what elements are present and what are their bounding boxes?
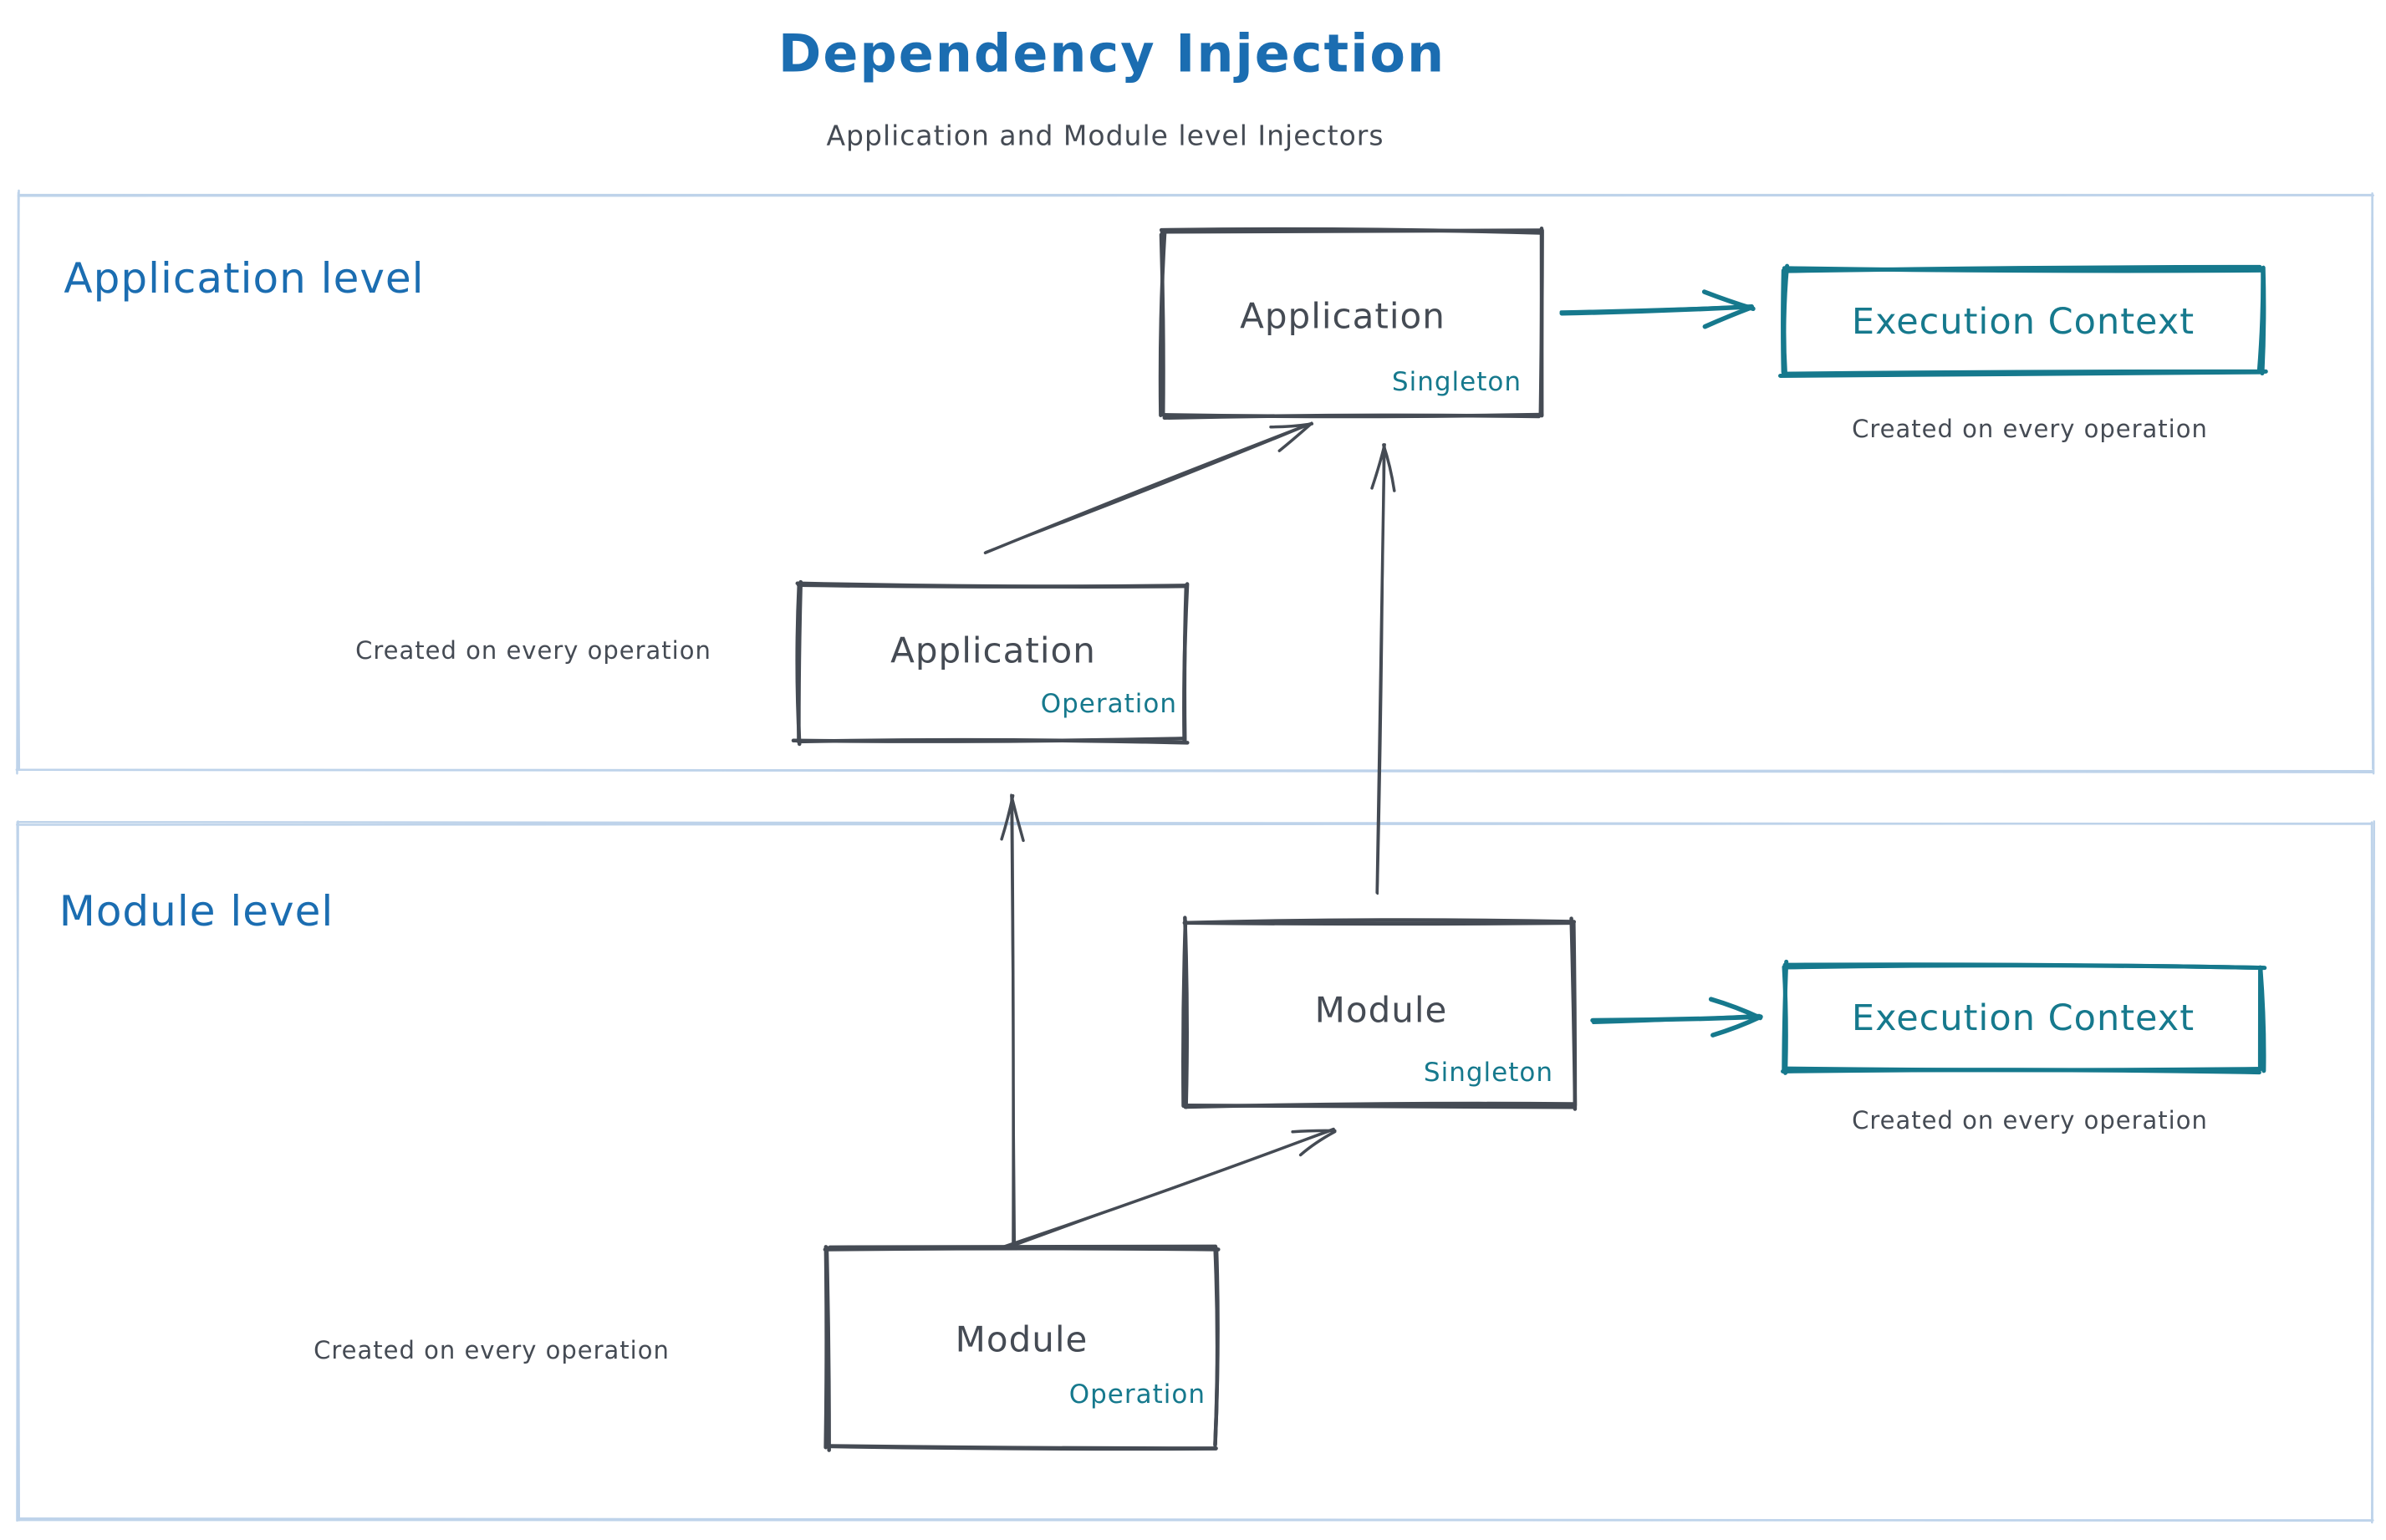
application-operation-box-scope: Operation: [1040, 689, 1177, 719]
module-operation-box: [823, 1244, 1221, 1452]
arrow-module-singleton-to-execution-context: [1590, 997, 1763, 1038]
page-title: Dependency Injection: [777, 23, 1446, 84]
application-level-label: Application level: [64, 254, 425, 303]
application-singleton-box-scope: Singleton: [1391, 367, 1522, 397]
application-singleton-box: [1158, 226, 1544, 421]
arrow-module-operation-to-module-singleton: [994, 1127, 1337, 1253]
arrow-module-operation-to-application-operation: [1000, 793, 1025, 1257]
page-subtitle: Application and Module level Injectors: [826, 119, 1384, 152]
application-operation-caption: Created on every operation: [355, 636, 711, 665]
module-operation-box-scope: Operation: [1068, 1379, 1206, 1410]
module-execution-context-label: Execution Context: [1851, 997, 2195, 1039]
module-level-container: [16, 820, 2376, 1524]
application-singleton-box-name: Application: [1240, 295, 1445, 337]
module-singleton-box-name: Module: [1314, 989, 1448, 1031]
application-execution-context-label: Execution Context: [1851, 301, 2195, 343]
application-operation-box-name: Application: [890, 630, 1096, 671]
module-level-label: Module level: [59, 887, 334, 936]
application-execution-context-box: [1778, 263, 2268, 378]
module-operation-caption: Created on every operation: [314, 1336, 670, 1364]
arrow-application-operation-to-application-singleton: [983, 421, 1314, 555]
arrow-module-singleton-to-application-singleton: [1370, 443, 1396, 895]
module-execution-context-caption: Created on every operation: [1852, 1106, 2208, 1135]
module-execution-context-box: [1781, 959, 2267, 1075]
application-execution-context-caption: Created on every operation: [1852, 415, 2208, 443]
application-level-container: [15, 189, 2375, 775]
module-operation-box-name: Module: [955, 1318, 1088, 1360]
arrow-application-singleton-to-execution-context: [1559, 289, 1756, 329]
application-operation-box: [791, 579, 1190, 747]
module-singleton-box-scope: Singleton: [1423, 1058, 1553, 1088]
module-singleton-box: [1181, 915, 1578, 1111]
